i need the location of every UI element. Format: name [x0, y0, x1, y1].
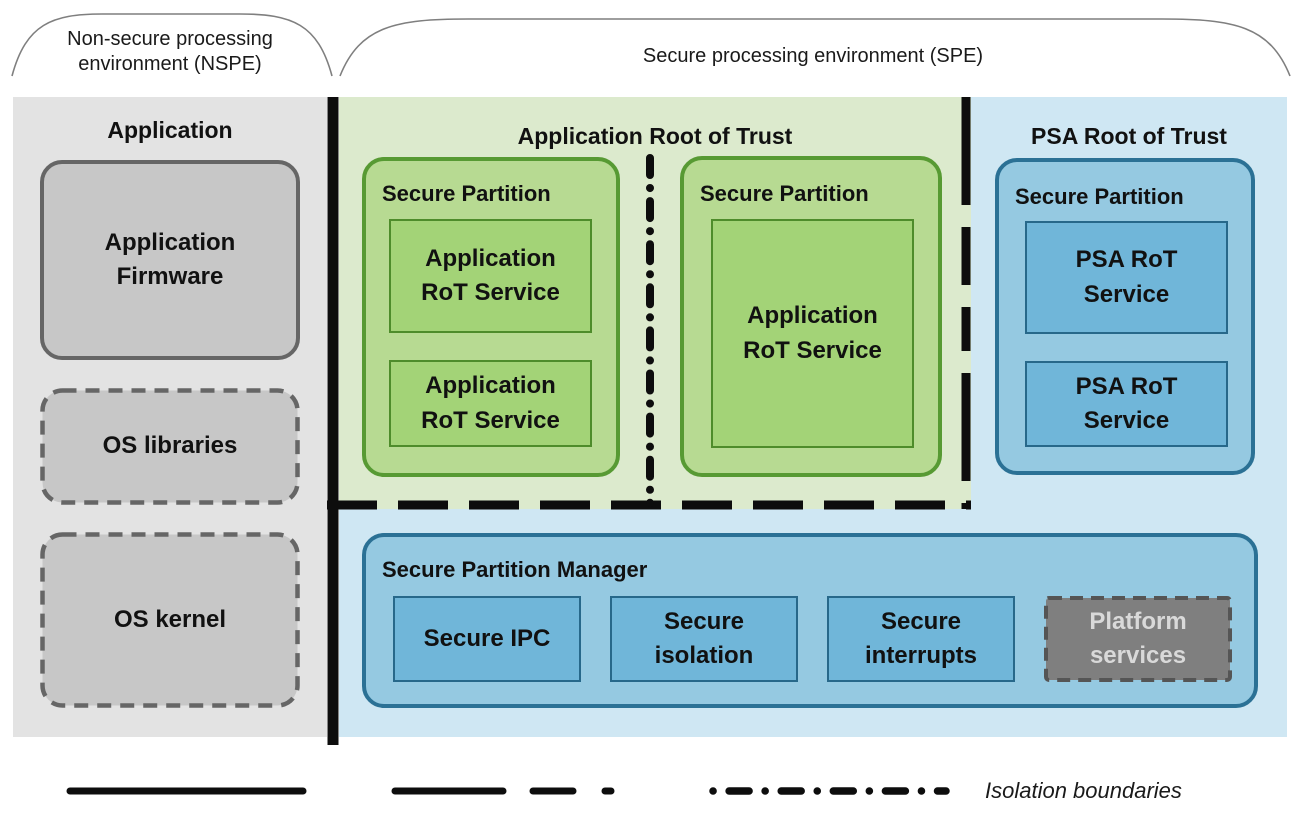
app-rot-service-box: Application RoT Service — [389, 219, 592, 333]
psa-rot-service-label: PSA RoT Service — [1075, 246, 1178, 308]
secure-ipc-label: Secure IPC — [423, 624, 551, 652]
os-kernel-box: OS kernel — [40, 532, 300, 708]
nspe-brace-label-line1: Non-secure processing — [67, 28, 273, 50]
app-rot-title: Application Root of Trust — [517, 123, 793, 149]
platform-services-label: Platform services — [1089, 607, 1187, 669]
secure-partition-2: Secure Partition Application RoT Service — [680, 156, 942, 477]
secure-isolation-box: Secure isolation — [610, 596, 798, 682]
platform-services-box: Platform services — [1044, 596, 1232, 682]
secure-interrupts-box: Secure interrupts — [827, 596, 1015, 682]
app-rot-service-label: Application RoT Service — [421, 372, 560, 434]
legend-label: Isolation boundaries — [985, 778, 1182, 803]
psa-rot-title: PSA Root of Trust — [1031, 123, 1227, 149]
secure-isolation-label: Secure isolation — [654, 607, 754, 669]
app-rot-service-label: Application RoT Service — [421, 244, 560, 306]
spm-title: Secure Partition Manager — [382, 557, 648, 582]
secure-partition-manager-box: Secure Partition Manager Secure IPC Secu… — [362, 533, 1258, 708]
psa-secure-partition-title: Secure Partition — [1015, 184, 1184, 209]
os-libraries-box: OS libraries — [40, 388, 300, 505]
nspe-title: Application — [107, 117, 233, 143]
dashed-border — [1044, 596, 1232, 682]
app-rot-service-label: Application RoT Service — [743, 302, 882, 364]
secure-interrupts-label: Secure interrupts — [864, 607, 977, 669]
os-libraries-label: OS libraries — [102, 432, 238, 460]
nspe-brace-label: Non-secure processing environment (NSPE) — [13, 27, 327, 77]
application-firmware-box: Application Firmware — [40, 160, 300, 360]
app-rot-service-box: Application RoT Service — [389, 360, 592, 447]
secure-partition-1-title: Secure Partition — [382, 181, 551, 206]
secure-ipc-box: Secure IPC — [393, 596, 581, 682]
application-firmware-label: Application Firmware — [104, 228, 236, 290]
psa-rot-service-box: PSA RoT Service — [1025, 221, 1228, 334]
dashed-border — [40, 388, 300, 505]
spe-brace-label: Secure processing environment (SPE) — [642, 45, 984, 67]
secure-partition-1: Secure Partition Application RoT Service… — [362, 157, 620, 477]
psa-rot-service-box: PSA RoT Service — [1025, 361, 1228, 447]
psa-rot-service-label: PSA RoT Service — [1075, 372, 1178, 434]
os-kernel-label: OS kernel — [113, 605, 227, 633]
psa-secure-partition: Secure Partition PSA RoT Service PSA RoT… — [995, 158, 1255, 475]
nspe-brace-label-line2: environment (NSPE) — [78, 53, 262, 75]
dashed-border — [40, 532, 300, 708]
app-rot-service-box: Application RoT Service — [711, 219, 914, 448]
secure-partition-2-title: Secure Partition — [700, 181, 869, 206]
